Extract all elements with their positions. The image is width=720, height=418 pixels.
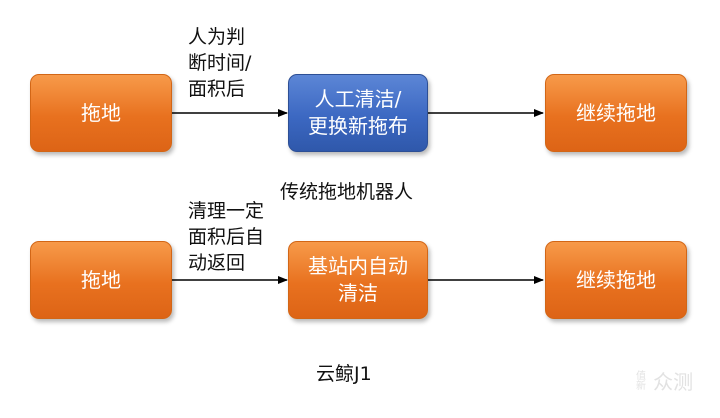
row2-end-box: 继续拖地: [545, 241, 687, 319]
row1-middle-box: 人工清洁/ 更换新拖布: [288, 74, 428, 152]
row2-end-label: 继续拖地: [576, 267, 656, 292]
row1-caption: 传统拖地机器人: [280, 181, 414, 203]
watermark-glyph-bottom: 新: [636, 381, 646, 392]
row1-end-label: 继续拖地: [576, 100, 656, 125]
row2-middle-label: 基站内自动 清洁: [308, 254, 408, 305]
row1-middle-label: 人工清洁/ 更换新拖布: [308, 87, 408, 138]
watermark-glyphs: 值 新: [636, 372, 648, 392]
row1-condition-label: 人为判 断时间/ 面积后: [188, 26, 252, 100]
watermark: 值 新 众测: [636, 370, 694, 394]
watermark-text: 众测: [653, 370, 694, 394]
row2-start-box: 拖地: [30, 241, 172, 319]
watermark-glyph-top: 值: [636, 371, 646, 382]
row1-end-box: 继续拖地: [545, 74, 687, 152]
row1-start-box: 拖地: [30, 74, 172, 152]
row1-start-label: 拖地: [81, 100, 121, 125]
row2-start-label: 拖地: [81, 267, 121, 292]
row2-condition-label: 清理一定 面积后自 动返回: [188, 200, 265, 274]
row2-caption: 云鲸J1: [316, 363, 372, 385]
row2-middle-box: 基站内自动 清洁: [288, 241, 428, 319]
